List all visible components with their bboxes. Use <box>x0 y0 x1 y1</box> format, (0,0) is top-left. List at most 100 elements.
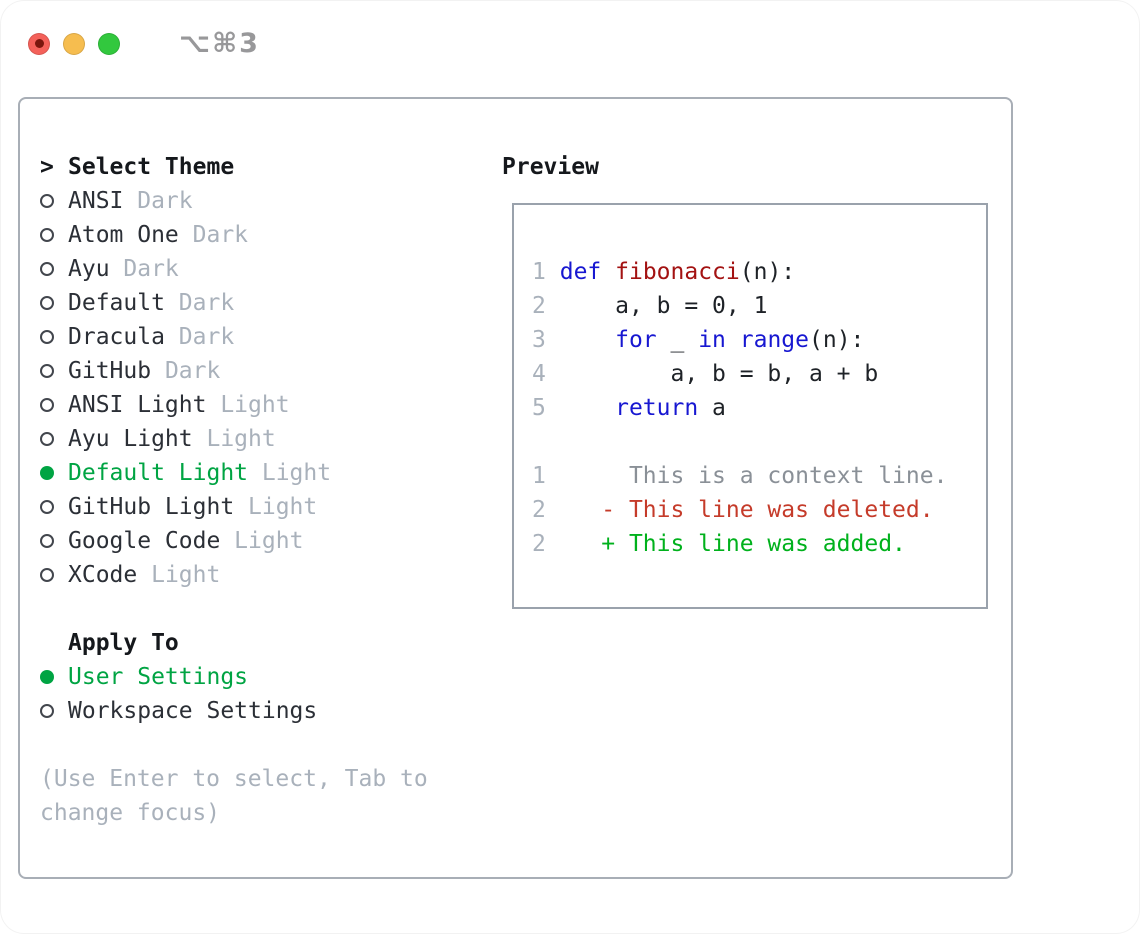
theme-variant-tag: Light <box>234 494 318 520</box>
code-line: 2 a, b = 0, 1 <box>532 289 986 323</box>
theme-option-label: XCode <box>68 562 138 588</box>
radio-marker <box>40 262 68 276</box>
theme-option-default[interactable]: Default Dark <box>40 286 482 320</box>
theme-variant-tag: Light <box>137 562 221 588</box>
code-line: 3 for _ in range(n): <box>532 323 986 357</box>
token-kw: return <box>615 395 699 421</box>
theme-option-label: Ayu <box>68 256 110 282</box>
token-pl <box>546 327 615 353</box>
theme-option-ayu[interactable]: Ayu Dark <box>40 252 482 286</box>
radio-marker <box>40 398 68 412</box>
titlebar: ⌥⌘3 <box>28 28 260 59</box>
token-num: 2 <box>532 497 546 523</box>
apply-to-header: Apply To <box>40 626 482 660</box>
maximize-button[interactable] <box>98 32 120 55</box>
theme-option-label: Ayu Light <box>68 426 193 452</box>
theme-option-github[interactable]: GitHub Dark <box>40 354 482 388</box>
radio-marker <box>40 568 68 582</box>
select-theme-header: > Select Theme <box>40 150 482 184</box>
code-line: 5 return a <box>532 391 986 425</box>
radio-unselected-icon <box>40 228 54 242</box>
radio-unselected-icon <box>40 194 54 208</box>
radio-marker <box>40 330 68 344</box>
token-pl <box>601 259 615 285</box>
token-pl: _ <box>656 327 699 353</box>
token-fn: fibonacci <box>615 259 740 285</box>
preview-column: Preview 1 def fibonacci(n):2 a, b = 0, 1… <box>482 150 1011 877</box>
radio-marker <box>40 364 68 378</box>
theme-option-label: GitHub Light <box>68 494 235 520</box>
radio-unselected-icon <box>40 330 54 344</box>
token-num: 1 <box>532 463 546 489</box>
token-pl <box>546 259 560 285</box>
token-pl: a <box>698 395 726 421</box>
radio-unselected-icon <box>40 500 54 514</box>
theme-variant-tag: Light <box>206 392 290 418</box>
theme-variant-tag: Light <box>220 528 304 554</box>
window-title: ⌥⌘3 <box>179 28 260 59</box>
token-add: + This line was added. <box>545 531 906 557</box>
theme-option-dracula[interactable]: Dracula Dark <box>40 320 482 354</box>
theme-variant-tag: Dark <box>109 256 179 282</box>
theme-variant-tag: Dark <box>151 358 221 384</box>
radio-unselected-icon <box>40 262 54 276</box>
radio-marker <box>40 704 68 718</box>
theme-variant-tag: Dark <box>164 324 235 350</box>
token-num: 5 <box>532 395 546 421</box>
minimize-button[interactable] <box>63 32 85 55</box>
radio-marker <box>40 194 68 208</box>
apply-to-option-workspace-settings[interactable]: Workspace Settings <box>40 694 482 728</box>
theme-option-label: Default <box>68 290 165 316</box>
apply-to-option-label: User Settings <box>68 664 249 690</box>
token-num: 4 <box>532 361 546 387</box>
theme-option-ansi[interactable]: ANSI Dark <box>40 184 482 218</box>
theme-option-label: ANSI Light <box>68 392 207 418</box>
close-button[interactable] <box>28 32 50 55</box>
theme-variant-tag: Dark <box>123 188 193 214</box>
blank-line <box>532 425 986 459</box>
theme-option-label: Default Light <box>68 460 249 486</box>
apply-to-option-label: Workspace Settings <box>68 698 318 724</box>
theme-option-ayu-light[interactable]: Ayu Light Light <box>40 422 482 456</box>
radio-marker <box>40 296 68 310</box>
token-pl: a, b = b, a + b <box>545 361 879 387</box>
apply-to-title: Apply To <box>68 630 179 656</box>
radio-marker <box>40 432 68 446</box>
token-ctx: This is a context line. <box>545 463 948 489</box>
theme-option-ansi-light[interactable]: ANSI Light Light <box>40 388 482 422</box>
theme-option-github-light[interactable]: GitHub Light Light <box>40 490 482 524</box>
select-theme-title: Select Theme <box>68 154 235 180</box>
radio-marker <box>40 670 68 684</box>
cursor-icon: > <box>40 154 54 180</box>
theme-option-default-light[interactable]: Default Light Light <box>40 456 482 490</box>
section-gap <box>40 592 482 626</box>
theme-option-atom-one[interactable]: Atom One Dark <box>40 218 482 252</box>
radio-marker <box>40 466 68 480</box>
token-pl: (n): <box>739 259 796 285</box>
theme-variant-tag: Dark <box>178 222 249 248</box>
keyboard-hint-line: change focus) <box>40 800 221 826</box>
radio-unselected-icon <box>40 534 54 548</box>
apply-to-option-user-settings[interactable]: User Settings <box>40 660 482 694</box>
theme-variant-tag: Light <box>192 426 276 452</box>
radio-unselected-icon <box>40 432 54 446</box>
cursor-marker: > <box>40 154 68 180</box>
theme-option-label: Atom One <box>68 222 179 248</box>
token-kw: range <box>739 327 810 353</box>
radio-unselected-icon <box>40 364 54 378</box>
theme-option-google-code[interactable]: Google Code Light <box>40 524 482 558</box>
theme-option-xcode[interactable]: XCode Light <box>40 558 482 592</box>
keyboard-hint-line: (Use Enter to select, Tab to <box>40 766 428 792</box>
code-line: 4 a, b = b, a + b <box>532 357 986 391</box>
token-kw: for <box>615 327 657 353</box>
diff-line: 2 + This line was added. <box>532 527 986 561</box>
diff-line: 2 - This line was deleted. <box>532 493 986 527</box>
theme-variant-tag: Dark <box>164 290 235 316</box>
unsaved-dot-icon <box>34 39 44 48</box>
radio-unselected-icon <box>40 704 54 718</box>
